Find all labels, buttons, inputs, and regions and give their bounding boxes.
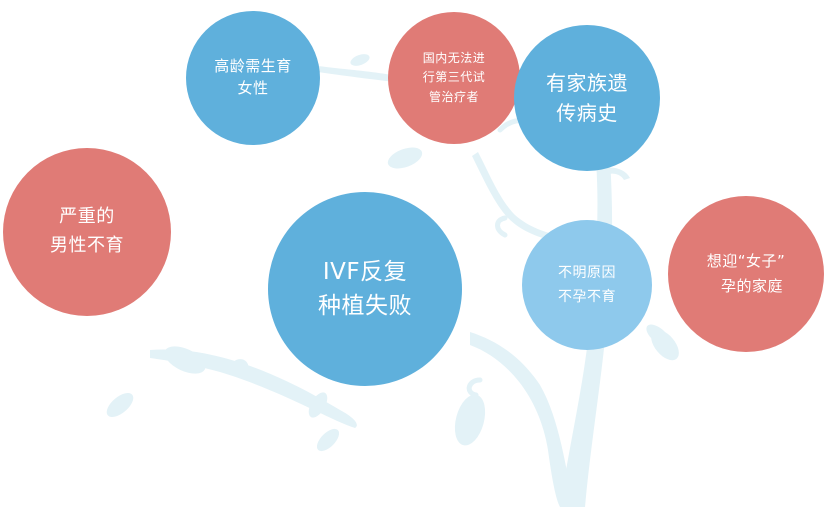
bubble-label: 严重的 男性不育 (50, 203, 124, 261)
bubble-label: IVF反复 种植失败 (318, 255, 412, 324)
bubble-line: 管治疗者 (428, 89, 479, 104)
bubble-line: IVF反复 (322, 258, 408, 285)
bubble-family-genetic-history[interactable]: 有家族遗 传病史 (514, 25, 660, 171)
bubble-line: 不孕不育 (558, 289, 616, 305)
bubble-line: 传病史 (556, 101, 618, 125)
bubble-line: 种植失败 (318, 293, 412, 319)
bubble-label: 国内无法进 行第三代试 管治疗者 (423, 49, 486, 107)
bubble-line: 严重的 (59, 206, 115, 228)
bubble-line: 不明原因 (558, 264, 616, 281)
bubble-older-women[interactable]: 高龄需生育 女性 (186, 11, 320, 145)
bubble-line: 女性 (237, 79, 269, 97)
bubble-line: 男性不育 (50, 235, 124, 256)
bubble-line: 高龄需生育 (214, 57, 292, 76)
bubble-ivf-repeated-failure[interactable]: IVF反复 种植失败 (268, 192, 462, 386)
bubble-gender-selection-family[interactable]: 想迎“女子” 孕的家庭 (668, 196, 824, 352)
bubble-label: 有家族遗 传病史 (546, 68, 628, 128)
bubble-label: 想迎“女子” 孕的家庭 (707, 249, 786, 300)
bubble-line: 国内无法进 (422, 51, 486, 66)
bubble-line: 行第三代试 (422, 70, 486, 85)
bubble-line: 孕的家庭 (720, 277, 783, 295)
bubble-unexplained-infertility[interactable]: 不明原因 不孕不育 (522, 220, 652, 350)
bubble-label: 高龄需生育 女性 (214, 56, 292, 100)
bubble-label: 不明原因 不孕不育 (558, 261, 616, 310)
bubble-line: 想迎“女子” (706, 251, 786, 270)
bubble-line: 有家族遗 (546, 71, 628, 95)
bubble-no-domestic-pgt[interactable]: 国内无法进 行第三代试 管治疗者 (388, 12, 520, 144)
bubble-severe-male-infertility[interactable]: 严重的 男性不育 (3, 148, 171, 316)
